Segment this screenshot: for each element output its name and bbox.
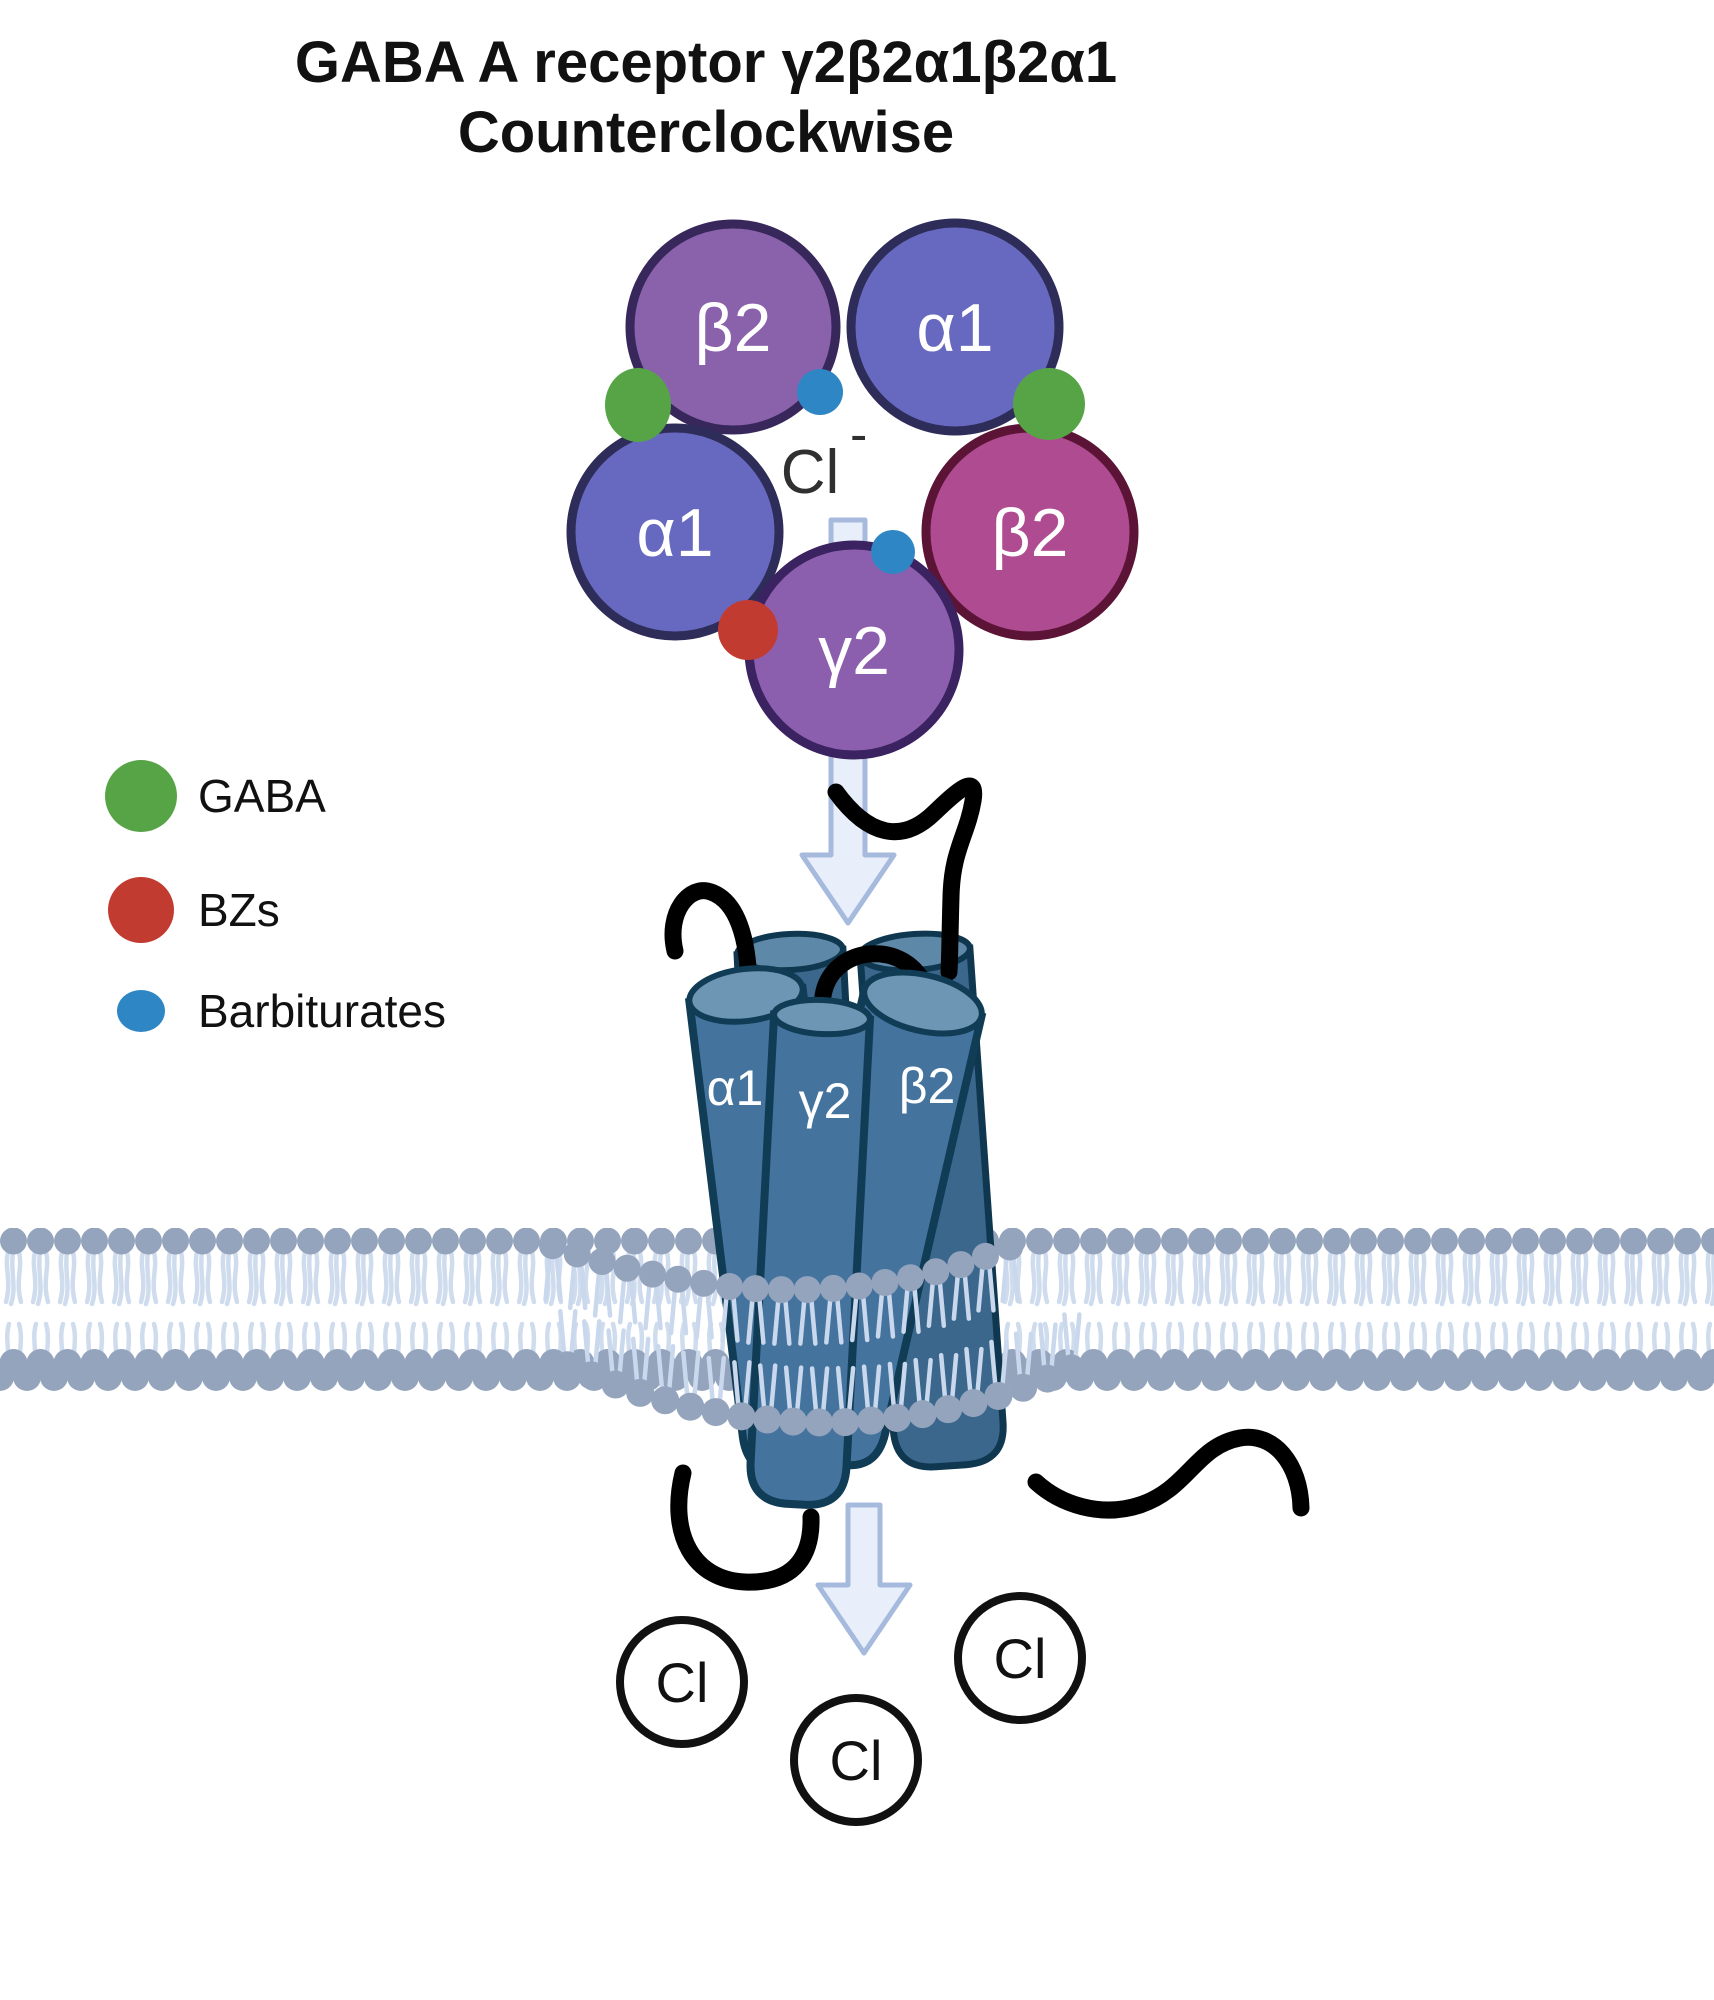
intracellular-tail-right: [1027, 1428, 1310, 1519]
ring-label-alpha1-top-right: α1: [916, 290, 993, 366]
subunit-ring: Cl - β2 α1 α1 β2 γ2: [566, 218, 1139, 926]
ring-subunit-alpha1-top-right: [846, 218, 1064, 436]
barbiturate-site-dot-right: [871, 530, 915, 574]
cylinder-label-gamma2: γ2: [799, 1073, 852, 1129]
cylinder-label-beta2: β2: [899, 1058, 956, 1114]
legend-gaba-label: GABA: [198, 770, 326, 822]
legend-bzs-swatch: [108, 877, 174, 943]
chloride-ion-center-label: Cl: [830, 1729, 883, 1792]
bz-site-dot: [718, 600, 778, 660]
chloride-ion-right: [954, 1592, 1086, 1724]
barbiturate-site-dot-top: [797, 369, 843, 415]
legend: GABA BZs Barbiturates: [105, 760, 446, 1037]
lower-flow-arrow: [815, 1502, 913, 1656]
legend-barbiturates-swatch: [117, 990, 165, 1032]
diagram-title-line1: GABA A receptor γ2β2α1β2α1: [295, 30, 1117, 95]
chloride-ions: Cl Cl Cl: [616, 1592, 1086, 1826]
intracellular-loop-left: [670, 1464, 820, 1591]
ring-label-beta2-top-left: β2: [695, 290, 772, 366]
gaba-site-dot-right: [1013, 368, 1085, 440]
ring-subunit-beta2-top-left: [625, 219, 841, 435]
legend-bzs-label: BZs: [198, 884, 280, 936]
gaba-site-dot-left: [605, 368, 671, 442]
ring-subunit-alpha1-mid-left: [566, 423, 784, 641]
extracellular-loop-s-curve: [827, 777, 983, 981]
chloride-ion-center: [790, 1694, 922, 1826]
chloride-center-superscript: -: [850, 406, 867, 464]
transmembrane-receptor: α1 γ2 β2: [539, 777, 1086, 1509]
ring-label-beta2-mid-right: β2: [992, 495, 1069, 571]
legend-gaba-swatch: [105, 760, 177, 832]
ring-label-alpha1-mid-left: α1: [636, 495, 713, 571]
membrane-draped-tails: [543, 1253, 1082, 1415]
chloride-ion-right-label: Cl: [994, 1627, 1047, 1690]
ring-label-gamma2-bottom: γ2: [818, 613, 890, 689]
extracellular-loop-hook: [664, 882, 758, 995]
chloride-ion-left-label: Cl: [656, 1651, 709, 1714]
chloride-center-label: Cl: [781, 438, 840, 507]
legend-barbiturates-label: Barbiturates: [198, 985, 446, 1037]
cylinder-label-alpha1: α1: [707, 1060, 764, 1116]
diagram-title-line2: Counterclockwise: [458, 100, 954, 165]
membrane-draped-heads: [539, 1232, 1086, 1437]
chloride-ion-left: [616, 1616, 748, 1748]
